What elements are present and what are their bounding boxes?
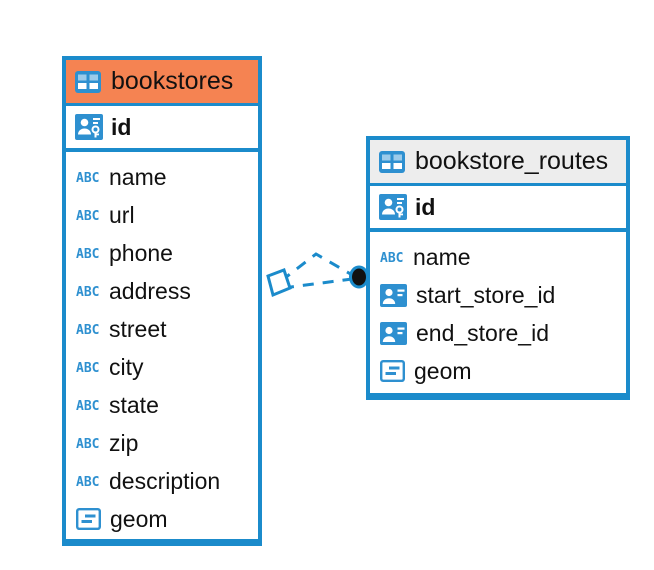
svg-text:ABC: ABC [76,247,99,260]
field-row-start-store-id[interactable]: start_store_id [370,276,626,314]
field-list-bookstores: ABC name ABC url ABC phone ABC [66,152,258,542]
abc-text-icon: ABC [76,285,99,298]
field-label: state [109,391,159,418]
field-label: id [415,193,436,220]
abc-text-icon: ABC [380,251,403,264]
relationship-line-lower [282,277,353,290]
entity-header-bookstores[interactable]: bookstores [66,60,258,106]
svg-text:ABC: ABC [76,323,99,336]
field-label: name [413,243,471,270]
abc-text-icon: ABC [76,361,99,374]
field-row-end-store-id[interactable]: end_store_id [370,314,626,352]
field-row-name[interactable]: ABC name [66,158,258,196]
svg-text:ABC: ABC [76,399,99,412]
field-row-address[interactable]: ABC address [66,272,258,310]
geometry-icon [76,508,101,530]
field-row-name[interactable]: ABC name [370,238,626,276]
field-label: zip [109,429,139,456]
abc-text-icon: ABC [76,475,99,488]
field-label: id [111,113,132,140]
abc-text-icon: ABC [76,171,99,184]
field-label: phone [109,239,173,266]
svg-text:ABC: ABC [76,437,99,450]
field-row-geom[interactable]: geom [370,352,626,390]
diamond-endpoint [266,268,292,298]
field-label: geom [414,357,472,384]
entity-bookstores[interactable]: bookstores id ABC name [62,56,262,546]
relationship-line-upper [280,252,355,283]
entity-title: bookstore_routes [415,147,609,175]
field-row-url[interactable]: ABC url [66,196,258,234]
entity-header-bookstore-routes[interactable]: bookstore_routes [370,140,626,186]
abc-text-icon: ABC [76,437,99,450]
svg-text:ABC: ABC [76,209,99,222]
field-row-street[interactable]: ABC street [66,310,258,348]
field-label: street [109,315,167,342]
svg-text:ABC: ABC [76,285,99,298]
primary-key-icon [379,194,407,220]
entity-bookstore-routes[interactable]: bookstore_routes id ABC name [366,136,630,400]
abc-text-icon: ABC [76,399,99,412]
field-label: url [109,201,135,228]
field-label: city [109,353,144,380]
table-icon [75,70,101,93]
svg-text:ABC: ABC [76,475,99,488]
field-row-city[interactable]: ABC city [66,348,258,386]
field-label: start_store_id [416,281,556,308]
filled-circle-endpoint [349,265,369,289]
entity-title: bookstores [111,67,234,95]
field-label: name [109,163,167,190]
svg-text:ABC: ABC [76,171,99,184]
field-list-bookstore-routes: ABC name start_store_id [370,232,626,394]
field-row-phone[interactable]: ABC phone [66,234,258,272]
abc-text-icon: ABC [76,209,99,222]
field-row-state[interactable]: ABC state [66,386,258,424]
primary-key-icon [75,114,103,140]
field-row-primary-key[interactable]: id [370,186,626,232]
field-label: end_store_id [416,319,549,346]
foreign-key-icon [380,321,407,345]
field-row-geom[interactable]: geom [66,500,258,538]
field-row-primary-key[interactable]: id [66,106,258,152]
abc-text-icon: ABC [76,247,99,260]
field-label: geom [110,505,168,532]
field-row-description[interactable]: ABC description [66,462,258,500]
field-label: address [109,277,191,304]
foreign-key-icon [380,283,407,307]
abc-text-icon: ABC [76,323,99,336]
geometry-icon [380,360,405,382]
field-row-zip[interactable]: ABC zip [66,424,258,462]
table-icon [379,150,405,173]
field-label: description [109,467,221,494]
svg-text:ABC: ABC [76,361,99,374]
svg-text:ABC: ABC [380,251,403,264]
